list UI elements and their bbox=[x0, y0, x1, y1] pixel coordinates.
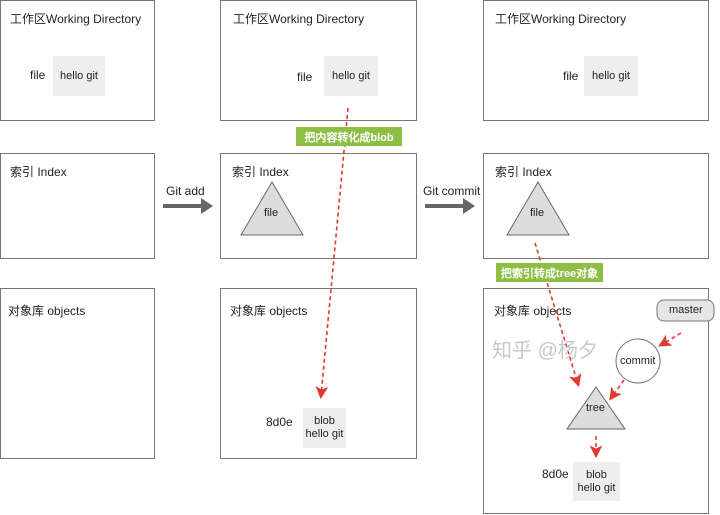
blob-content: hello git bbox=[305, 428, 344, 440]
tree-triangle bbox=[566, 386, 626, 430]
add-arrow bbox=[163, 198, 213, 214]
blob-hash: 8d0e bbox=[266, 415, 293, 429]
objects-title: 对象库 objects bbox=[494, 304, 572, 318]
tree-label: tree bbox=[586, 402, 605, 414]
blob-type: blob bbox=[314, 415, 335, 427]
master-branch bbox=[656, 299, 715, 322]
git-commit-label: Git commit bbox=[423, 184, 481, 198]
workdir-title: 工作区Working Directory bbox=[495, 12, 627, 26]
index-box-3 bbox=[483, 153, 709, 259]
blob-conversion-arrow bbox=[315, 107, 349, 400]
tree-note: 把索引转成tree对象 bbox=[496, 263, 603, 282]
file-label: file bbox=[297, 70, 313, 84]
master-label: master bbox=[669, 304, 703, 316]
objects-box-1 bbox=[0, 288, 155, 459]
index-box-1 bbox=[0, 153, 155, 259]
workdir-title: 工作区Working Directory bbox=[233, 12, 365, 26]
index-file-triangle bbox=[506, 181, 570, 236]
commit-circle bbox=[615, 338, 661, 384]
blob-hash: 8d0e bbox=[542, 467, 569, 481]
file-text: hello git bbox=[60, 69, 98, 82]
file-text: hello git bbox=[592, 69, 630, 82]
commit-arrow bbox=[425, 198, 475, 214]
objects-title: 对象库 objects bbox=[230, 304, 308, 318]
master-commit-arrow bbox=[658, 332, 682, 347]
index-box-2 bbox=[220, 153, 417, 259]
commit-tree-arrow bbox=[609, 379, 625, 401]
watermark: 知乎 @杨夕 bbox=[492, 340, 598, 362]
index-node-label: file bbox=[530, 207, 545, 219]
objects-title: 对象库 objects bbox=[8, 304, 86, 318]
blob-content: hello git bbox=[577, 481, 616, 494]
file-content: hello git bbox=[324, 56, 378, 96]
file-text: hello git bbox=[332, 69, 370, 82]
workdir-box-2 bbox=[220, 0, 417, 121]
index-title: 索引 Index bbox=[10, 165, 67, 179]
index-file-triangle bbox=[240, 181, 304, 236]
commit-label: commit bbox=[620, 355, 656, 367]
file-content: hello git bbox=[584, 56, 638, 96]
index-title: 索引 Index bbox=[495, 165, 552, 179]
index-node-label: file bbox=[264, 207, 279, 219]
blob-note: 把内容转化成blob bbox=[296, 127, 402, 146]
git-add-label: Git add bbox=[166, 184, 205, 198]
file-content: hello git bbox=[53, 56, 105, 96]
index-title: 索引 Index bbox=[232, 165, 289, 179]
file-label: file bbox=[30, 68, 46, 82]
workdir-title: 工作区Working Directory bbox=[10, 12, 142, 26]
file-label: file bbox=[563, 69, 579, 83]
blob-type: blob bbox=[586, 468, 607, 481]
